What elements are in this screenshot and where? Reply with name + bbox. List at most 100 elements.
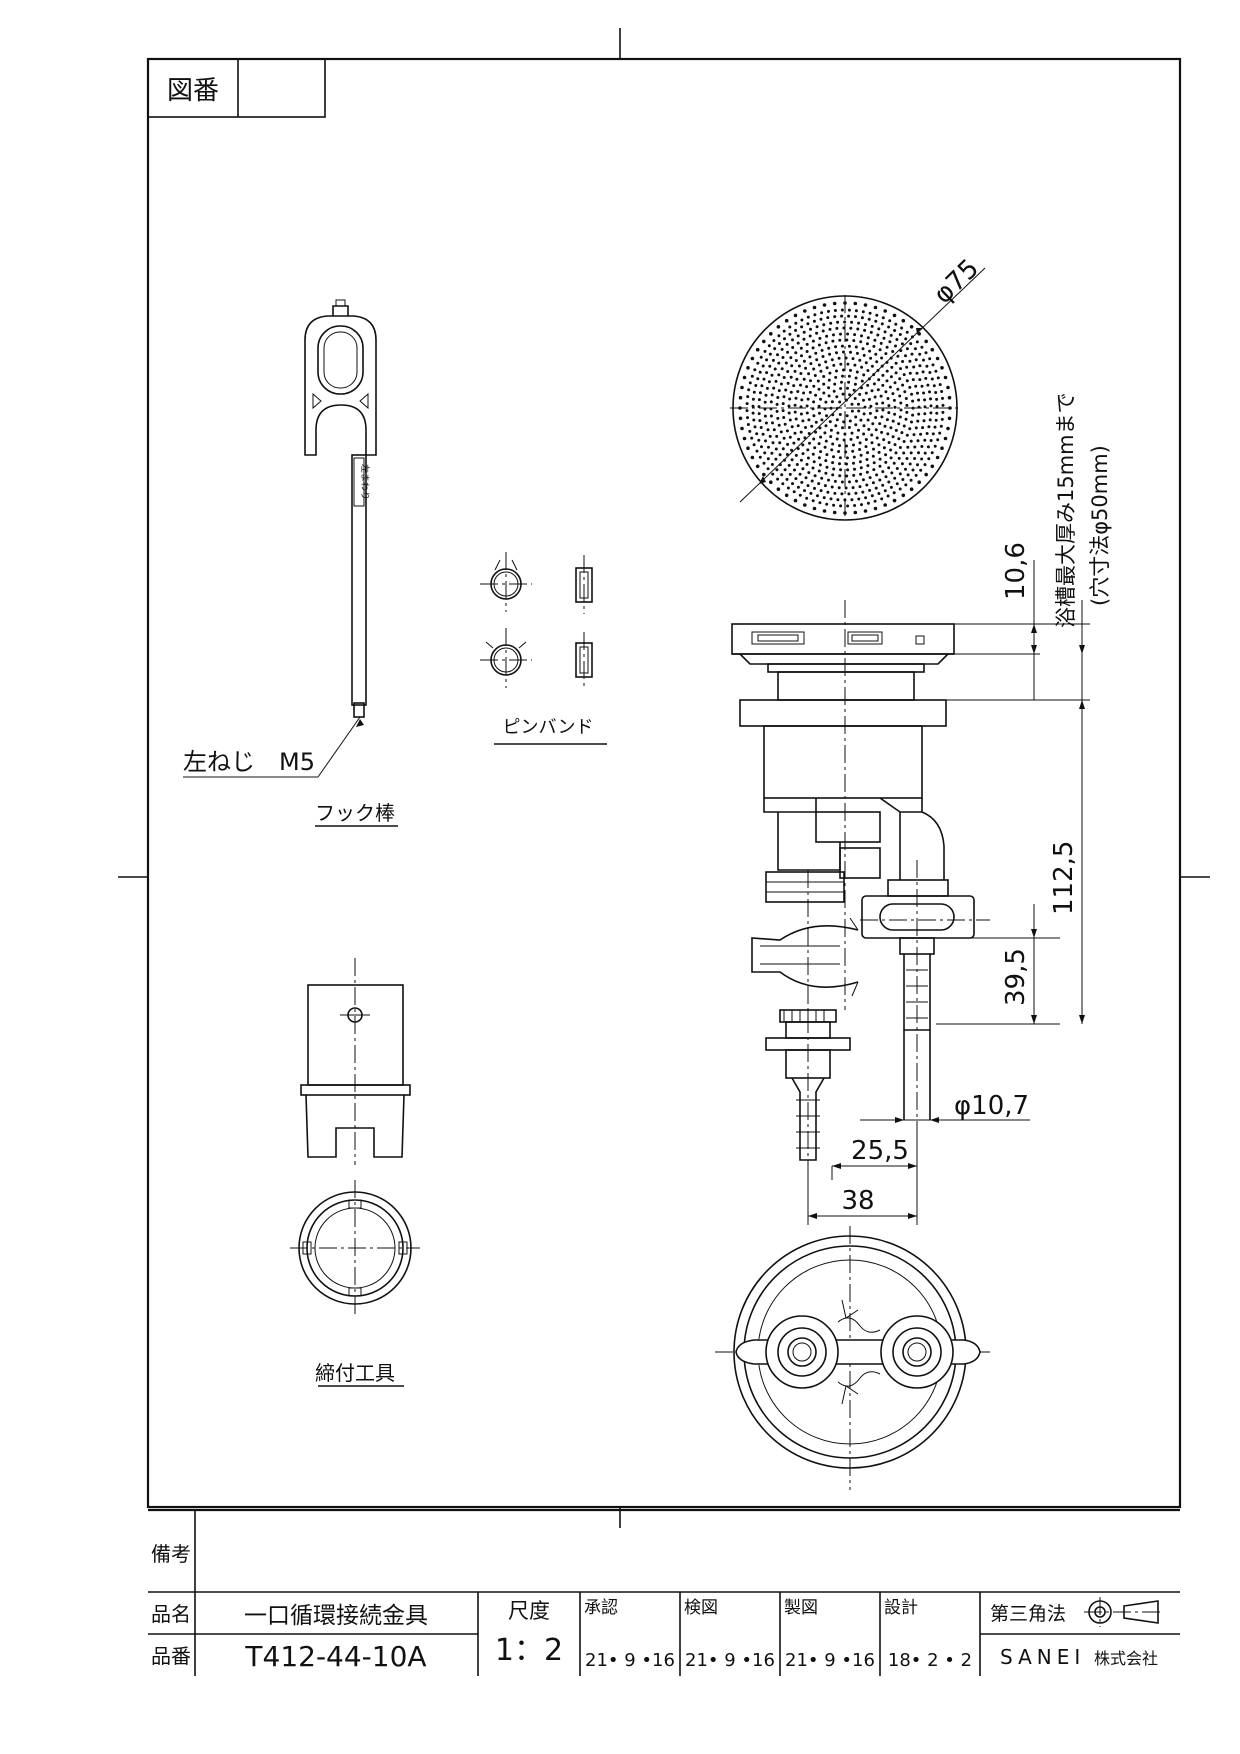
- strainer-hole: [890, 365, 894, 369]
- strainer-hole: [757, 398, 761, 402]
- strainer-hole: [923, 405, 927, 409]
- strainer-hole: [870, 364, 874, 368]
- strainer-hole: [859, 466, 863, 470]
- strainer-hole: [916, 419, 920, 423]
- strainer-hole: [762, 377, 766, 381]
- strainer-hole: [855, 479, 858, 483]
- strainer-hole: [880, 322, 884, 326]
- strainer-hole: [870, 494, 874, 498]
- strainer-hole: [797, 437, 801, 441]
- strainer-hole: [793, 431, 797, 435]
- strainer-hole: [840, 308, 844, 312]
- strainer-hole: [768, 364, 772, 368]
- strainer-hole: [927, 425, 931, 429]
- strainer-hole: [913, 457, 917, 460]
- strainer-hole: [812, 384, 816, 388]
- strainer-hole: [884, 390, 888, 394]
- strainer-hole: [751, 411, 755, 415]
- strainer-hole: [941, 403, 945, 407]
- strainer-hole: [892, 398, 896, 402]
- strainer-hole: [819, 435, 823, 439]
- strainer-hole: [938, 383, 942, 387]
- strainer-hole: [905, 379, 909, 383]
- strainer-hole: [893, 405, 897, 409]
- strainer-hole: [775, 402, 779, 406]
- third-angle-projection-icon: [1084, 1597, 1164, 1627]
- strainer-hole: [924, 351, 928, 355]
- strainer-hole: [763, 414, 767, 418]
- strainer-hole: [922, 391, 926, 395]
- strainer-hole: [917, 398, 921, 402]
- strainer-hole: [849, 368, 852, 372]
- strainer-hole: [898, 394, 902, 398]
- strainer-hole: [832, 389, 836, 393]
- strainer-hole: [762, 461, 766, 465]
- strainer-holes: [738, 301, 952, 515]
- strainer-hole: [913, 347, 917, 351]
- strainer-hole: [781, 482, 785, 486]
- strainer-hole: [829, 321, 833, 325]
- strainer-hole: [853, 467, 856, 471]
- hook-rod-rotation-mark: 左まわり: [359, 464, 371, 500]
- strainer-hole: [824, 424, 828, 428]
- strainer-rim-mark: [793, 313, 798, 318]
- strainer-hole: [820, 348, 824, 352]
- strainer-hole: [797, 364, 801, 368]
- strainer-hole: [854, 415, 858, 419]
- strainer-hole: [827, 346, 831, 350]
- strainer-hole: [821, 329, 825, 333]
- strainer-hole: [785, 477, 789, 481]
- strainer-hole: [866, 501, 870, 505]
- strainer-hole: [862, 412, 866, 416]
- strainer-hole: [868, 397, 871, 401]
- strainer-hole: [867, 427, 871, 431]
- strainer-hole: [805, 385, 809, 389]
- strainer-hole: [911, 413, 915, 417]
- strainer-hole: [837, 486, 841, 490]
- tightening-tool-title: 締付工具: [315, 1361, 395, 1385]
- strainer-hole: [914, 384, 918, 388]
- strainer-hole: [760, 384, 764, 388]
- strainer-hole: [800, 480, 804, 484]
- strainer-hole: [933, 425, 937, 429]
- strainer-hole: [832, 363, 836, 367]
- strainer-hole: [898, 377, 902, 381]
- strainer-hole: [755, 449, 759, 453]
- strainer-hole: [864, 361, 868, 365]
- strainer-hole: [777, 361, 781, 365]
- strainer-hole: [881, 470, 885, 474]
- strainer-hole: [791, 482, 794, 486]
- checked-label: 検図: [684, 1598, 718, 1618]
- strainer-hole: [828, 327, 832, 331]
- strainer-hole: [747, 388, 751, 392]
- strainer-hole: [880, 497, 884, 501]
- strainer-hole: [866, 369, 870, 372]
- strainer-hole: [818, 463, 822, 467]
- dimension-h10-6: 10,6: [1001, 542, 1031, 600]
- strainer-hole: [839, 362, 843, 366]
- product-name: 一口循環接続金具: [244, 1603, 428, 1629]
- strainer-rim-mark: [909, 325, 914, 329]
- strainer-hole: [880, 430, 884, 434]
- strainer-hole: [781, 356, 785, 359]
- strainer-hole: [932, 384, 936, 388]
- strainer-hole: [848, 419, 852, 423]
- strainer-hole: [910, 352, 914, 356]
- strainer-hole: [833, 315, 837, 319]
- strainer-hole: [935, 404, 939, 408]
- strainer-hole: [799, 430, 803, 434]
- strainer-hole: [801, 419, 805, 423]
- strainer-hole: [869, 404, 873, 408]
- strainer-hole: [817, 442, 821, 446]
- strainer-hole: [887, 466, 891, 470]
- strainer-hole: [856, 435, 860, 439]
- strainer-hole: [806, 322, 810, 326]
- strainer-hole: [763, 349, 767, 353]
- strainer-hole: [876, 388, 880, 392]
- strainer-hole: [855, 351, 859, 355]
- strainer-hole: [877, 327, 881, 331]
- strainer-hole: [878, 457, 882, 461]
- strainer-hole: [757, 438, 761, 442]
- strainer-hole: [909, 342, 913, 346]
- strainer-hole: [767, 344, 771, 348]
